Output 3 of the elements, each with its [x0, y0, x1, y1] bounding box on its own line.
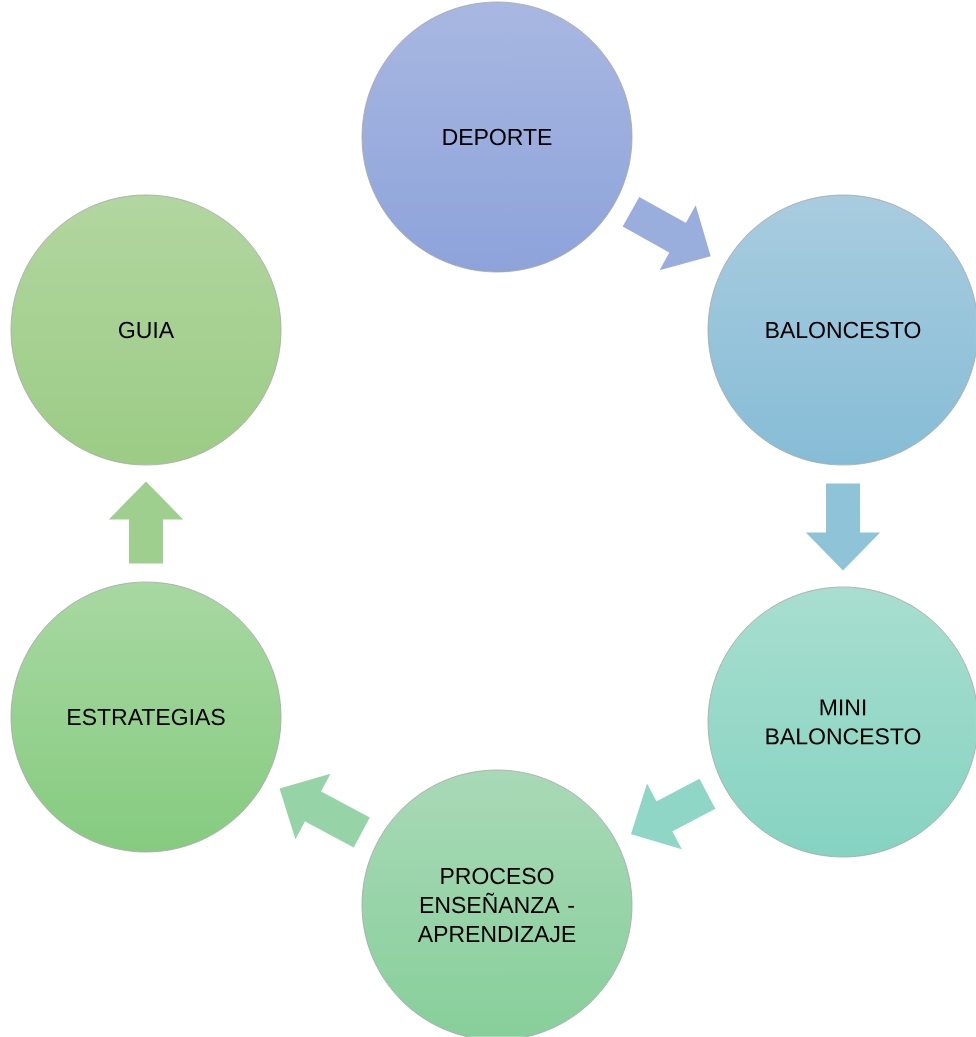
circle-node: DEPORTE — [361, 1, 633, 273]
circle-node: GUIA — [10, 194, 282, 466]
circle-node: ESTRATEGIAS — [10, 581, 282, 853]
